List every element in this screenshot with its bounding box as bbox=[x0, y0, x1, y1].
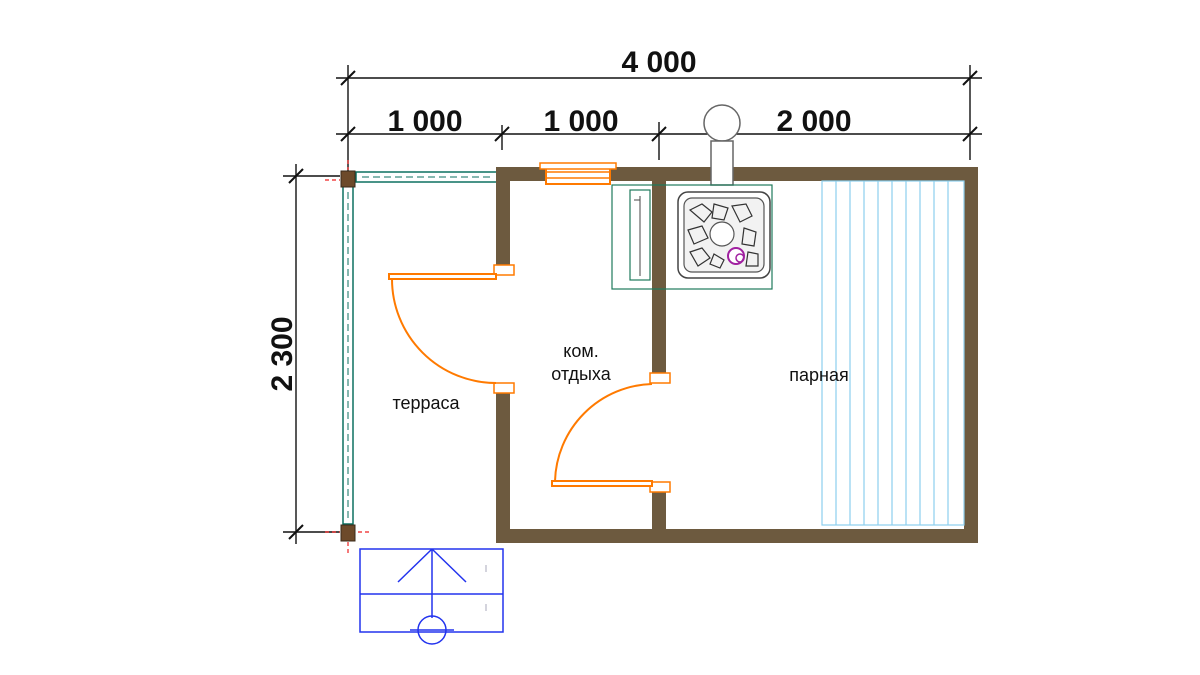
dim-segment-1: 1 000 bbox=[387, 105, 462, 138]
dimension-lines bbox=[283, 65, 982, 544]
entrance-door bbox=[388, 264, 515, 394]
window bbox=[539, 162, 617, 185]
room-label-rest-line2: отдыха bbox=[551, 364, 612, 384]
dim-segment-3: 2 000 bbox=[776, 105, 851, 138]
corner-post-bottom bbox=[340, 524, 356, 542]
interior-door bbox=[551, 372, 671, 493]
terrace-railing bbox=[325, 160, 499, 556]
corner-post-top bbox=[340, 170, 356, 188]
walls bbox=[496, 167, 978, 543]
dim-segment-2: 1 000 bbox=[543, 105, 618, 138]
dim-total-width: 4 000 bbox=[621, 46, 696, 79]
entrance-stairs bbox=[359, 548, 504, 645]
dim-height: 2 300 bbox=[266, 316, 299, 391]
bench bbox=[821, 180, 965, 526]
room-labels: терраса ком. отдыха парная bbox=[392, 341, 848, 413]
chimney bbox=[703, 104, 741, 186]
room-label-terrace: терраса bbox=[392, 393, 460, 413]
stove bbox=[611, 184, 773, 290]
room-label-rest-line1: ком. bbox=[563, 341, 598, 361]
dimension-labels: 4 000 1 000 1 000 2 000 2 300 bbox=[266, 46, 852, 392]
room-label-steam: парная bbox=[789, 365, 848, 385]
